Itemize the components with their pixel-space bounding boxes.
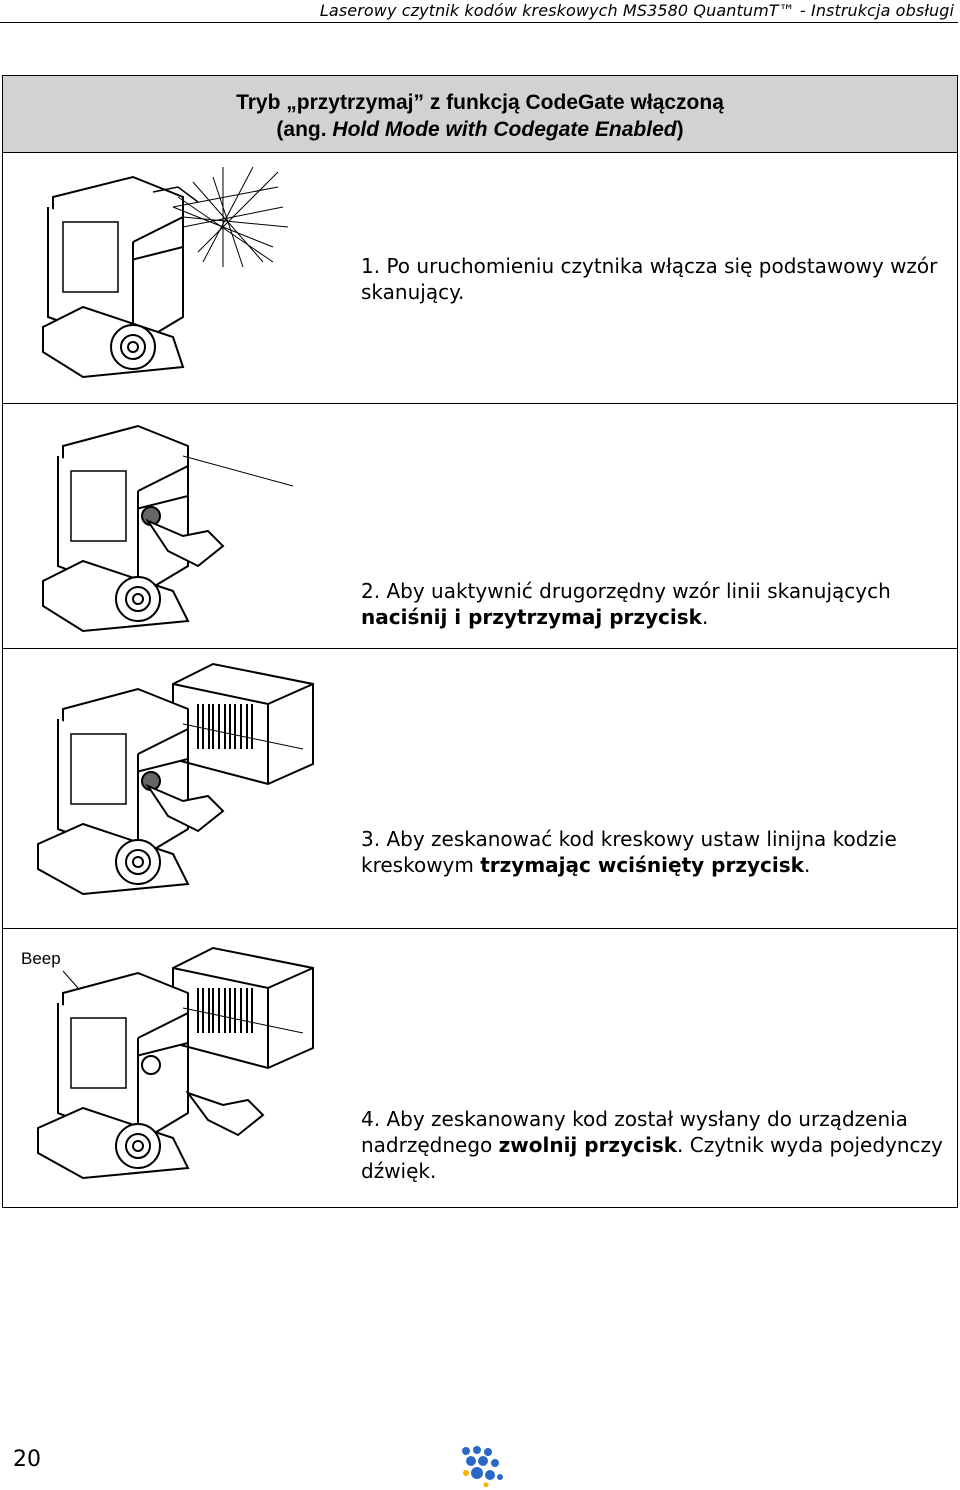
step-1-text: 1. Po uruchomieniu czytnika włącza się p… bbox=[361, 254, 938, 304]
scanner-press-button-illustration bbox=[42, 424, 294, 633]
step-4-text: 4. Aby zeskanowany kod został wysłany do… bbox=[361, 1107, 943, 1183]
section-title-line1: Tryb „przytrzymaj” z funkcją CodeGate wł… bbox=[236, 91, 724, 114]
step-2-text: 2. Aby uaktywnić drugorzędny wzór linii … bbox=[361, 579, 891, 629]
scanner-barcode-illustration bbox=[37, 662, 314, 896]
instruction-table: Tryb „przytrzymaj” z funkcją CodeGate wł… bbox=[2, 75, 958, 1208]
section-title-line2: (ang. Hold Mode with Codegate Enabled) bbox=[276, 118, 684, 141]
scanner-scan-pattern-illustration bbox=[42, 167, 289, 379]
scanner-release-illustration bbox=[37, 946, 314, 1180]
running-header: Laserowy czytnik kodów kreskowych MS3580… bbox=[0, 0, 958, 23]
step-3-row: 3. Aby zeskanować kod kreskowy ustaw lin… bbox=[3, 649, 957, 929]
step-2-row: 2. Aby uaktywnić drugorzędny wzór linii … bbox=[3, 404, 957, 649]
company-logo-icon bbox=[462, 1446, 503, 1487]
running-title: Laserowy czytnik kodów kreskowych MS3580… bbox=[319, 1, 954, 20]
section-title: Tryb „przytrzymaj” z funkcją CodeGate wł… bbox=[3, 76, 957, 153]
step-3-text: 3. Aby zeskanować kod kreskowy ustaw lin… bbox=[361, 827, 897, 877]
page-number: 20 bbox=[13, 1447, 41, 1472]
beep-label: Beep bbox=[21, 949, 61, 968]
step-4-row: Beep bbox=[3, 929, 957, 1207]
step-1-row: 1. Po uruchomieniu czytnika włącza się p… bbox=[3, 153, 957, 404]
